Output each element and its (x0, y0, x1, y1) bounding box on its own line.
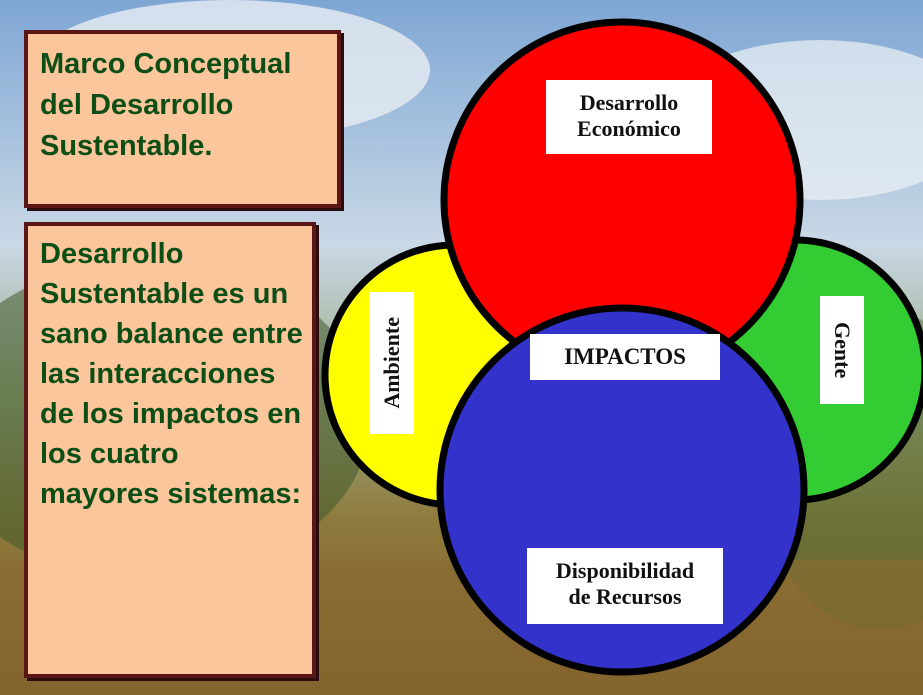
label-impactos: IMPACTOS (530, 334, 720, 380)
label-gente-text: Gente (830, 321, 855, 379)
label-disponibilidad-recursos: Disponibilidad de Recursos (527, 548, 723, 624)
label-economico-line1: Desarrollo (579, 90, 679, 115)
title-box: Marco Conceptual del Desarrollo Sustenta… (24, 30, 341, 208)
label-ambiente-text: Ambiente (379, 317, 404, 409)
label-recursos-line1: Disponibilidad (555, 558, 695, 583)
label-gente: Gente (820, 296, 864, 404)
definition-text: Desarrollo Sustentable es un sano balanc… (40, 238, 303, 510)
label-recursos-line2: de Recursos (568, 584, 682, 609)
definition-box: Desarrollo Sustentable es un sano balanc… (24, 222, 316, 678)
slide-title: Marco Conceptual del Desarrollo Sustenta… (40, 48, 292, 162)
label-impactos-text: IMPACTOS (564, 344, 686, 369)
label-economico-line2: Económico (577, 116, 681, 141)
label-desarrollo-economico: Desarrollo Económico (546, 80, 712, 154)
label-ambiente: Ambiente (370, 292, 414, 434)
